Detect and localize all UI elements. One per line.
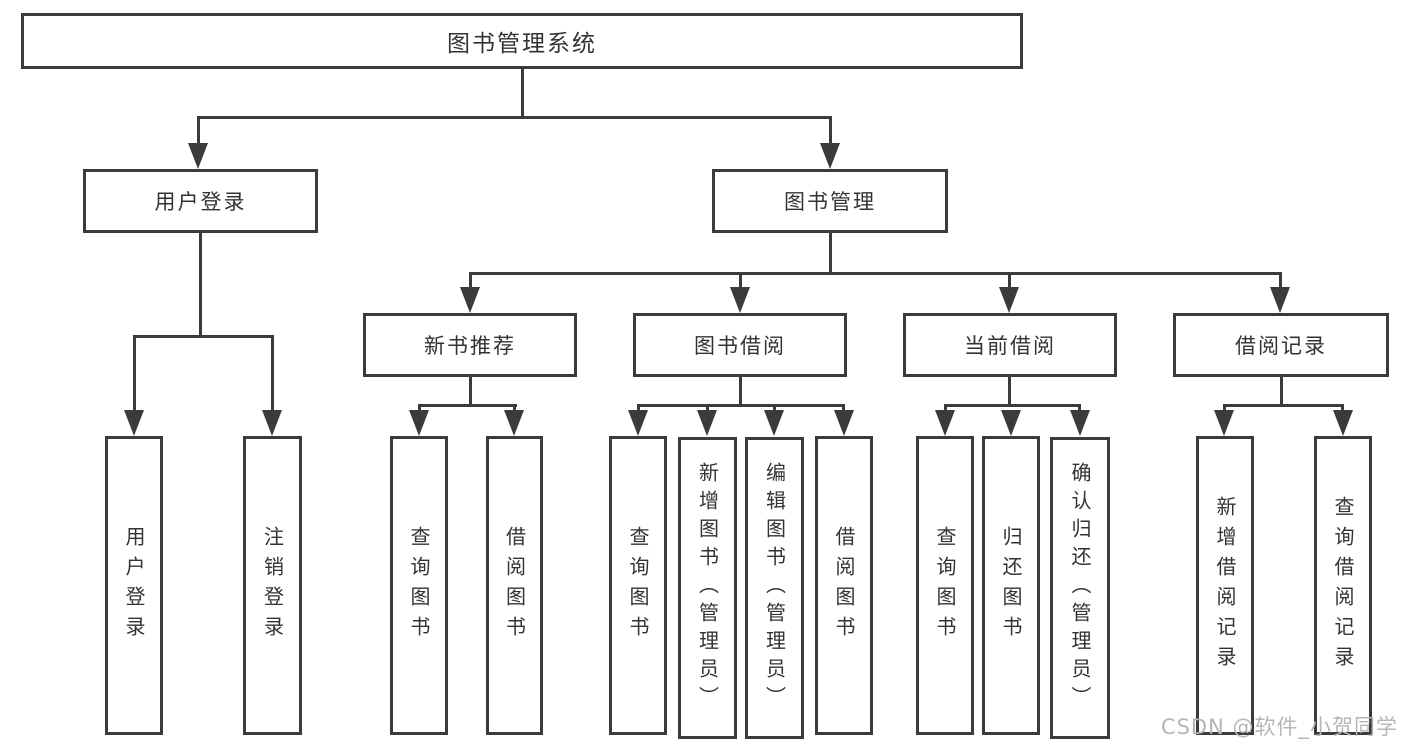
connector-line <box>199 233 202 337</box>
leaf-user-login: 用户登录 <box>105 436 163 735</box>
connector-line <box>1279 272 1282 290</box>
node-borrow-records: 借阅记录 <box>1173 313 1389 377</box>
leaf-add-borrow-record: 新增借阅记录 <box>1196 436 1254 735</box>
leaf-add-book-admin: 新增图书（管理员） <box>678 437 737 739</box>
arrowhead-icon <box>1001 410 1021 436</box>
arrowhead-icon <box>1070 410 1090 436</box>
connector-line <box>1280 377 1283 407</box>
connector-line <box>773 404 776 414</box>
connector-line <box>513 404 516 414</box>
node-book-borrow: 图书借阅 <box>633 313 847 377</box>
leaf-query-borrow-record: 查询借阅记录 <box>1314 436 1372 735</box>
node-new-book-recommend: 新书推荐 <box>363 313 577 377</box>
connector-line <box>521 69 524 118</box>
connector-line <box>637 404 640 414</box>
connector-line <box>944 404 1081 407</box>
node-book-management: 图书管理 <box>712 169 948 233</box>
connector-line <box>739 272 742 290</box>
connector-line <box>418 404 517 407</box>
leaf-query-book-recommend: 查询图书 <box>390 436 448 735</box>
connector-line <box>1341 404 1344 414</box>
connector-line <box>637 404 845 407</box>
connector-line <box>469 272 1282 275</box>
connector-line <box>944 404 947 414</box>
leaf-edit-book-admin: 编辑图书（管理员） <box>745 437 804 739</box>
arrowhead-icon <box>730 287 750 313</box>
arrowhead-icon <box>1270 287 1290 313</box>
arrowhead-icon <box>409 410 429 436</box>
connector-line <box>739 377 742 407</box>
connector-line <box>829 116 832 146</box>
leaf-query-book-current: 查询图书 <box>916 436 974 735</box>
arrowhead-icon <box>834 410 854 436</box>
node-user-login: 用户登录 <box>83 169 318 233</box>
connector-line <box>197 116 200 146</box>
arrowhead-icon <box>504 410 524 436</box>
leaf-logout-login: 注销登录 <box>243 436 302 735</box>
arrowhead-icon <box>1333 410 1353 436</box>
connector-line <box>197 116 832 119</box>
leaf-borrow-book-recommend: 借阅图书 <box>486 436 543 735</box>
arrowhead-icon <box>460 287 480 313</box>
arrowhead-icon <box>935 410 955 436</box>
arrowhead-icon <box>188 143 208 169</box>
arrowhead-icon <box>262 410 282 436</box>
connector-line <box>133 335 136 413</box>
connector-line <box>1223 404 1344 407</box>
connector-line <box>1008 377 1011 407</box>
arrowhead-icon <box>764 410 784 436</box>
node-root: 图书管理系统 <box>21 13 1023 69</box>
connector-line <box>706 404 709 414</box>
arrowhead-icon <box>628 410 648 436</box>
csdn-watermark: CSDN @软件_小贺同学 <box>1160 715 1398 739</box>
arrowhead-icon <box>697 410 717 436</box>
leaf-confirm-return-admin: 确认归还（管理员） <box>1050 437 1110 739</box>
leaf-query-book-borrow: 查询图书 <box>609 436 667 735</box>
connector-line <box>418 404 421 414</box>
node-current-borrow: 当前借阅 <box>903 313 1117 377</box>
connector-line <box>271 335 274 413</box>
connector-line <box>1008 272 1011 290</box>
arrowhead-icon <box>999 287 1019 313</box>
connector-line <box>469 272 472 290</box>
connector-line <box>133 335 274 338</box>
connector-line <box>1223 404 1226 414</box>
leaf-return-book: 归还图书 <box>982 436 1040 735</box>
arrowhead-icon <box>124 410 144 436</box>
connector-line <box>469 377 472 407</box>
leaf-borrow-book-borrow: 借阅图书 <box>815 436 873 735</box>
arrowhead-icon <box>1214 410 1234 436</box>
connector-line <box>1078 404 1081 414</box>
arrowhead-icon <box>820 143 840 169</box>
connector-line <box>842 404 845 414</box>
connector-line <box>829 233 832 275</box>
